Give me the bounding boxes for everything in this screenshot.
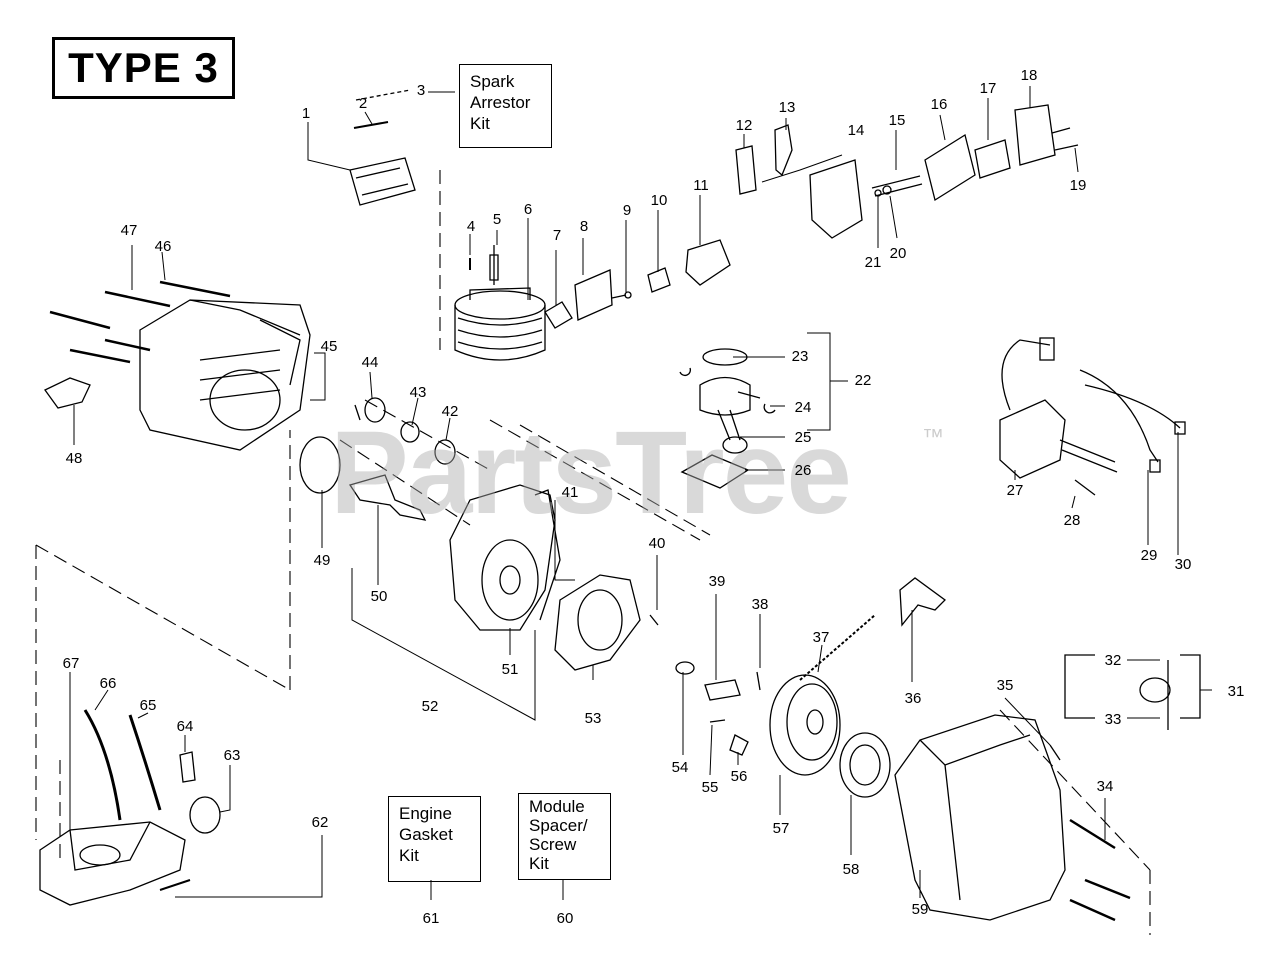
callout-39[interactable]: 39 — [708, 573, 726, 590]
callout-35[interactable]: 35 — [996, 677, 1014, 694]
callout-50[interactable]: 50 — [370, 588, 388, 605]
callout-24[interactable]: 24 — [794, 399, 812, 416]
callout-18[interactable]: 18 — [1020, 67, 1038, 84]
callout-43[interactable]: 43 — [409, 384, 427, 401]
callout-36[interactable]: 36 — [904, 690, 922, 707]
callout-66[interactable]: 66 — [99, 675, 117, 692]
callout-15[interactable]: 15 — [888, 112, 906, 129]
callout-17[interactable]: 17 — [979, 80, 997, 97]
callout-3[interactable]: 3 — [416, 82, 426, 99]
callout-29[interactable]: 29 — [1140, 547, 1158, 564]
callout-52[interactable]: 52 — [421, 698, 439, 715]
callout-13[interactable]: 13 — [778, 99, 796, 116]
diagram-type-title: TYPE 3 — [52, 37, 235, 99]
callout-2[interactable]: 2 — [358, 95, 368, 112]
shroud-drawing — [139, 299, 311, 451]
callout-57[interactable]: 57 — [772, 820, 790, 837]
callout-19[interactable]: 19 — [1069, 177, 1087, 194]
callout-54[interactable]: 54 — [671, 759, 689, 776]
watermark-text: PartsTree — [330, 407, 852, 539]
callout-7[interactable]: 7 — [552, 227, 562, 244]
callout-14[interactable]: 14 — [847, 122, 865, 139]
callout-28[interactable]: 28 — [1063, 512, 1081, 529]
callout-46[interactable]: 46 — [154, 238, 172, 255]
callout-11[interactable]: 11 — [693, 177, 709, 194]
spark-arrestor-kit-box[interactable]: Spark Arrestor Kit — [459, 64, 552, 148]
callout-30[interactable]: 30 — [1174, 556, 1192, 573]
callout-58[interactable]: 58 — [842, 861, 860, 878]
callout-21[interactable]: 21 — [864, 254, 882, 271]
callout-37[interactable]: 37 — [812, 629, 830, 646]
callout-27[interactable]: 27 — [1006, 482, 1024, 499]
starter-housing-drawing — [894, 714, 1066, 921]
engine-gasket-kit-box[interactable]: Engine Gasket Kit — [388, 796, 481, 882]
callout-44[interactable]: 44 — [361, 354, 379, 371]
callout-12[interactable]: 12 — [735, 117, 753, 134]
callout-63[interactable]: 63 — [223, 747, 241, 764]
callout-56[interactable]: 56 — [730, 768, 748, 785]
callout-49[interactable]: 49 — [313, 552, 331, 569]
callout-47[interactable]: 47 — [120, 222, 138, 239]
callout-5[interactable]: 5 — [492, 211, 502, 228]
callout-23[interactable]: 23 — [791, 348, 809, 365]
cylinder-drawing — [454, 287, 546, 361]
callout-31[interactable]: 31 — [1227, 683, 1245, 700]
callout-60[interactable]: 60 — [556, 910, 574, 927]
callout-16[interactable]: 16 — [930, 96, 948, 113]
callout-22[interactable]: 22 — [854, 372, 872, 389]
callout-40[interactable]: 40 — [648, 535, 666, 552]
callout-32[interactable]: 32 — [1104, 652, 1122, 669]
leader-lines — [69, 86, 1212, 900]
callout-25[interactable]: 25 — [794, 429, 812, 446]
callout-9[interactable]: 9 — [622, 202, 632, 219]
callout-41[interactable]: 41 — [561, 484, 579, 501]
callout-48[interactable]: 48 — [65, 450, 83, 467]
callout-1[interactable]: 1 — [301, 105, 311, 122]
callout-64[interactable]: 64 — [176, 718, 194, 735]
callout-10[interactable]: 10 — [650, 192, 668, 209]
callout-38[interactable]: 38 — [751, 596, 769, 613]
trademark-symbol: ™ — [922, 424, 944, 449]
callout-51[interactable]: 51 — [501, 661, 519, 678]
callout-4[interactable]: 4 — [466, 218, 476, 235]
callout-53[interactable]: 53 — [584, 710, 602, 727]
callout-33[interactable]: 33 — [1104, 711, 1122, 728]
callout-8[interactable]: 8 — [579, 218, 589, 235]
callout-45[interactable]: 45 — [320, 338, 338, 355]
callout-42[interactable]: 42 — [441, 403, 459, 420]
assembly-dash-lines — [35, 170, 1151, 935]
callout-62[interactable]: 62 — [311, 814, 329, 831]
fuel-tank-drawing — [39, 821, 186, 906]
crankcase-drawing — [449, 484, 561, 631]
callout-20[interactable]: 20 — [889, 245, 907, 262]
callout-65[interactable]: 65 — [139, 697, 157, 714]
callout-55[interactable]: 55 — [701, 779, 719, 796]
callout-26[interactable]: 26 — [794, 462, 812, 479]
callout-6[interactable]: 6 — [523, 201, 533, 218]
callout-59[interactable]: 59 — [911, 901, 929, 918]
callout-34[interactable]: 34 — [1096, 778, 1114, 795]
callout-61[interactable]: 61 — [422, 910, 440, 927]
callout-67[interactable]: 67 — [62, 655, 80, 672]
module-spacer-screw-kit-box[interactable]: Module Spacer/ Screw Kit — [518, 793, 611, 880]
